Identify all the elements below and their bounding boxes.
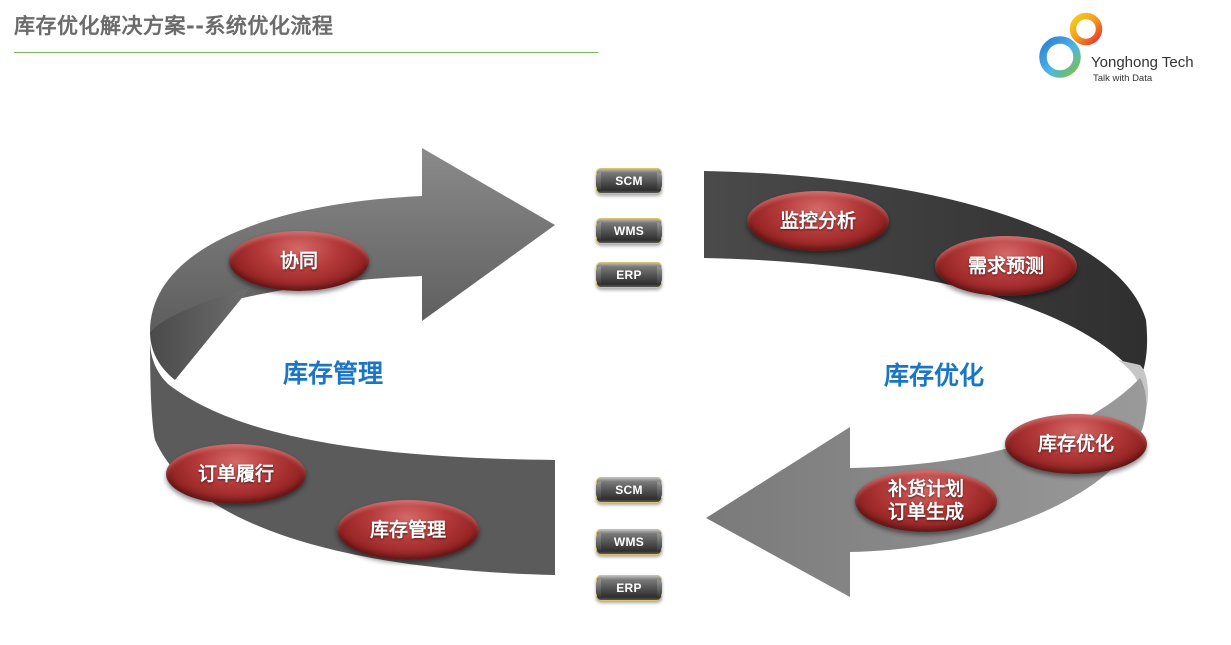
system-erp-top: ERP	[596, 262, 662, 288]
system-erp-bottom: ERP	[596, 575, 662, 601]
step-replenishment-order-generation: 补货计划 订单生成	[855, 470, 997, 532]
system-scm-bottom: SCM	[596, 477, 662, 503]
logo-name: Yonghong Tech	[1091, 54, 1194, 71]
step-label: 需求预测	[967, 254, 1044, 277]
step-label: 库存管理	[369, 518, 446, 541]
step-cooperation: 协同	[229, 231, 369, 291]
logo-tagline: Talk with Data	[1093, 73, 1153, 84]
step-label: 订单履行	[197, 462, 274, 485]
step-demand-forecast: 需求预测	[935, 236, 1077, 296]
step-label-line1: 补货计划	[887, 478, 964, 501]
step-inventory-optimization: 库存优化	[1005, 414, 1147, 474]
yonghong-logo-icon	[1039, 12, 1103, 78]
step-label-line2: 订单生成	[887, 501, 964, 523]
top-left-arrow	[150, 148, 555, 332]
step-label: 库存优化	[1037, 432, 1114, 455]
step-label: 协同	[279, 249, 318, 272]
system-scm-top: SCM	[596, 168, 662, 194]
page-title: 库存优化解决方案--系统优化流程	[14, 14, 334, 38]
step-order-fulfillment: 订单履行	[166, 444, 306, 504]
system-wms-top: WMS	[596, 218, 662, 244]
step-label: 监控分析	[779, 209, 856, 232]
section-label-inventory-optimization: 库存优化	[884, 361, 985, 390]
step-monitor-analysis: 监控分析	[747, 191, 889, 251]
section-label-inventory-management: 库存管理	[283, 359, 384, 388]
title-divider	[14, 52, 598, 53]
system-wms-bottom: WMS	[596, 529, 662, 555]
step-inventory-management: 库存管理	[337, 500, 479, 560]
left-side-band	[150, 288, 250, 380]
